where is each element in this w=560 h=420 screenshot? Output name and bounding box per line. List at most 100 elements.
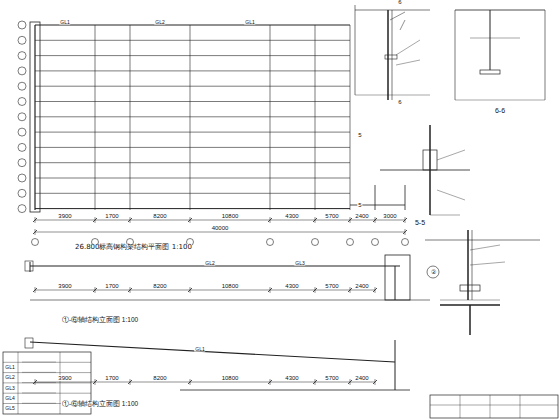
line	[348, 380, 352, 384]
line	[3, 372, 91, 373]
dimension-label: 4300	[284, 375, 299, 381]
line	[355, 95, 430, 96]
line	[93, 288, 97, 292]
axis-bubble	[402, 239, 409, 246]
line	[35, 232, 405, 233]
line	[3, 382, 91, 383]
axis-bubble	[18, 159, 26, 167]
line	[30, 300, 430, 301]
line	[400, 20, 405, 30]
outline	[385, 255, 410, 300]
dimension-label: 2400	[354, 213, 369, 219]
line	[403, 218, 407, 222]
line	[373, 380, 377, 384]
outline	[423, 150, 437, 170]
line	[22, 403, 56, 404]
axis-bubble	[18, 36, 26, 44]
line	[470, 262, 505, 265]
axis-bubble	[18, 113, 26, 121]
dimension-label: 1700	[104, 375, 119, 381]
dimension-label: GL3	[4, 386, 15, 391]
line	[35, 70, 350, 71]
line	[425, 240, 540, 241]
line	[315, 25, 316, 210]
axis-bubble	[18, 189, 26, 197]
dimension-label: GL1	[244, 20, 255, 25]
axis-bubble	[18, 128, 26, 136]
dimension-label: GL5	[4, 406, 15, 411]
line	[35, 55, 350, 56]
line	[430, 405, 558, 406]
dimension-label: 5700	[324, 375, 339, 381]
line	[35, 290, 375, 291]
dimension-label: 10800	[221, 375, 240, 381]
dimension-label: 5700	[324, 283, 339, 289]
axis-bubble	[18, 205, 26, 213]
line	[270, 25, 271, 210]
dimension-label: GL2	[154, 20, 165, 25]
line	[34, 25, 35, 210]
line	[355, 10, 430, 11]
dimension-label: GL3	[294, 261, 305, 266]
line	[35, 178, 350, 179]
dimension-label: 2400	[354, 375, 369, 381]
line	[35, 132, 350, 133]
drawing-title: 26.800标高钢构架结构平面图 1:100	[75, 244, 192, 251]
dimension-label: GL1	[59, 20, 70, 25]
axis-bubble	[372, 239, 379, 246]
line	[437, 190, 465, 200]
dimension-label: 4300	[284, 283, 299, 289]
dimension-label: ②	[430, 269, 437, 275]
line	[30, 265, 400, 266]
dimension-label: 6-6	[494, 107, 506, 114]
line	[403, 230, 407, 234]
line	[3, 362, 91, 363]
line	[188, 218, 192, 222]
dimension-label: 1700	[104, 213, 119, 219]
dimension-label: 6	[397, 99, 402, 105]
line	[490, 10, 491, 70]
dimension-label: 10800	[221, 283, 240, 289]
line	[313, 380, 317, 384]
line	[520, 395, 521, 418]
dimension-label: 8200	[152, 283, 167, 289]
dimension-label: 4300	[284, 213, 299, 219]
line	[30, 262, 31, 272]
line	[455, 10, 545, 11]
line	[33, 230, 37, 234]
line	[93, 218, 97, 222]
line	[490, 395, 491, 418]
line	[395, 266, 396, 300]
outline	[385, 55, 397, 59]
dimension-label: 3900	[57, 283, 72, 289]
line	[22, 362, 56, 363]
line	[395, 340, 396, 390]
line	[430, 215, 460, 216]
line	[35, 208, 350, 209]
line	[469, 305, 471, 335]
axis-bubble	[18, 52, 26, 60]
line	[437, 150, 465, 160]
line	[35, 25, 350, 26]
dimension-label: ①-⑥轴结构立面图 1:100	[61, 317, 139, 324]
line	[268, 288, 272, 292]
dimension-label: 40000	[211, 225, 230, 231]
outline	[430, 395, 558, 418]
line	[22, 372, 56, 373]
line	[188, 380, 192, 384]
axis-bubble	[18, 67, 26, 75]
dimension-label: GL1	[194, 347, 205, 352]
axis-bubble	[427, 266, 439, 278]
dimension-label: 8200	[152, 213, 167, 219]
line	[467, 230, 469, 300]
dimension-label: 3900	[57, 213, 72, 219]
line	[455, 10, 456, 100]
dimension-label: GL4	[4, 396, 15, 401]
line	[440, 300, 500, 301]
line	[268, 380, 272, 384]
line	[93, 380, 97, 384]
dimension-label: GL1	[4, 365, 15, 370]
line	[455, 100, 545, 101]
outline	[480, 70, 500, 74]
